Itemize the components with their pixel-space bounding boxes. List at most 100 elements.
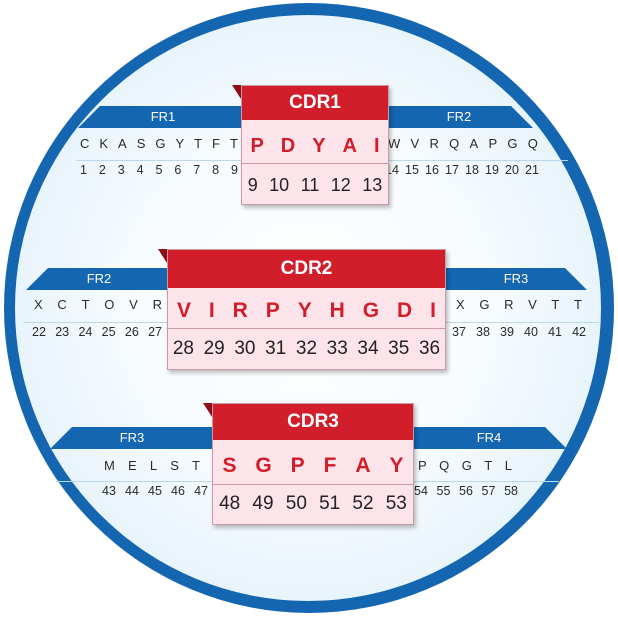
cdr-position-number: 28 <box>172 338 194 359</box>
residue: T <box>229 136 238 151</box>
position-number: 19 <box>485 163 499 177</box>
cdr-residue: S <box>222 454 237 477</box>
position-number: 24 <box>78 325 93 339</box>
residue: M <box>104 458 115 473</box>
position-number: 9 <box>231 163 238 177</box>
position-number: 2 <box>98 163 106 177</box>
residue: G <box>507 136 518 151</box>
residue: T <box>574 297 582 312</box>
position-number: 42 <box>572 325 586 339</box>
residue: O <box>104 297 115 312</box>
cdr-position-number: 50 <box>285 493 307 514</box>
cdr-residue: Y <box>297 299 312 322</box>
residue: C <box>80 136 90 151</box>
residue: T <box>551 297 560 312</box>
cdr-residue: D <box>280 135 296 157</box>
residue: X <box>456 297 465 312</box>
residue: C <box>57 297 67 312</box>
position-number: 37 <box>452 325 466 339</box>
cdr-residue: F <box>323 454 337 477</box>
cdr-title: CDR2 <box>168 250 445 288</box>
position-number: 45 <box>148 484 162 498</box>
residue: T <box>81 297 90 312</box>
fr-label: FR4 <box>476 430 502 445</box>
cdr-position-number: 48 <box>219 493 241 514</box>
cdr-position-number: 51 <box>319 493 341 514</box>
cdr-title: CDR3 <box>213 404 413 440</box>
fr-divider-line <box>76 160 241 161</box>
position-number: 21 <box>525 163 539 177</box>
cdr-residue: I <box>430 299 436 322</box>
fr-divider-line <box>24 322 169 323</box>
position-number: 57 <box>481 484 496 498</box>
cdr-divider-line <box>168 328 445 329</box>
position-number: 38 <box>476 325 490 339</box>
residue: L <box>504 458 512 473</box>
cdr-residue: Y <box>312 135 326 157</box>
position-number: 46 <box>171 484 185 498</box>
fr-band-right: FR3 <box>445 268 587 290</box>
residue: L <box>149 458 158 473</box>
fr-label: FR3 <box>119 430 145 445</box>
residue: Q <box>439 458 450 473</box>
position-number: 26 <box>124 325 139 339</box>
residue: R <box>429 136 439 151</box>
residue: P <box>418 458 427 473</box>
position-number: 47 <box>194 484 208 498</box>
position-number: 1 <box>80 163 87 177</box>
residue: G <box>155 136 166 151</box>
cdr-position-number: 31 <box>265 338 287 359</box>
cdr-position-number: 12 <box>330 175 351 195</box>
residue: P <box>488 136 498 151</box>
cdr-residue: A <box>355 454 371 477</box>
residue: X <box>34 297 43 312</box>
cdr-position-number: 29 <box>203 338 225 359</box>
residue: W <box>388 136 401 151</box>
cdr-position-number: 35 <box>388 338 410 359</box>
cdr-position-number: 36 <box>418 338 441 359</box>
cdr-title: CDR1 <box>242 86 388 120</box>
residue: Q <box>527 136 538 151</box>
residue: R <box>504 297 514 312</box>
cdr-residue: A <box>342 135 357 157</box>
position-number: 44 <box>125 484 139 498</box>
position-number: 6 <box>174 163 182 177</box>
fr-band-left: FR2 <box>26 268 172 290</box>
position-number: 22 <box>32 325 46 339</box>
cdr-residue: G <box>362 299 380 322</box>
residue: G <box>461 458 472 473</box>
residue: F <box>212 136 220 151</box>
cdr-divider-line <box>213 484 413 485</box>
cdr-position-number: 52 <box>352 493 374 514</box>
fr-label: FR1 <box>150 109 176 124</box>
cdr-residue: R <box>232 299 248 322</box>
position-number: 39 <box>500 325 514 339</box>
fr-label: FR3 <box>503 271 529 286</box>
cdr-fold-tab <box>203 403 212 417</box>
cdr-residue: Y <box>389 454 404 477</box>
fr-divider-line <box>56 481 216 482</box>
position-number: 3 <box>117 163 125 177</box>
cdr-residue: P <box>265 299 280 322</box>
fr-label: FR2 <box>446 109 472 124</box>
cdr-position-number: 49 <box>252 493 274 514</box>
residue: T <box>194 136 203 151</box>
position-number: 27 <box>148 325 162 339</box>
fr-label: FR2 <box>86 271 112 286</box>
position-number: 16 <box>425 163 439 177</box>
position-number: 7 <box>193 163 201 177</box>
